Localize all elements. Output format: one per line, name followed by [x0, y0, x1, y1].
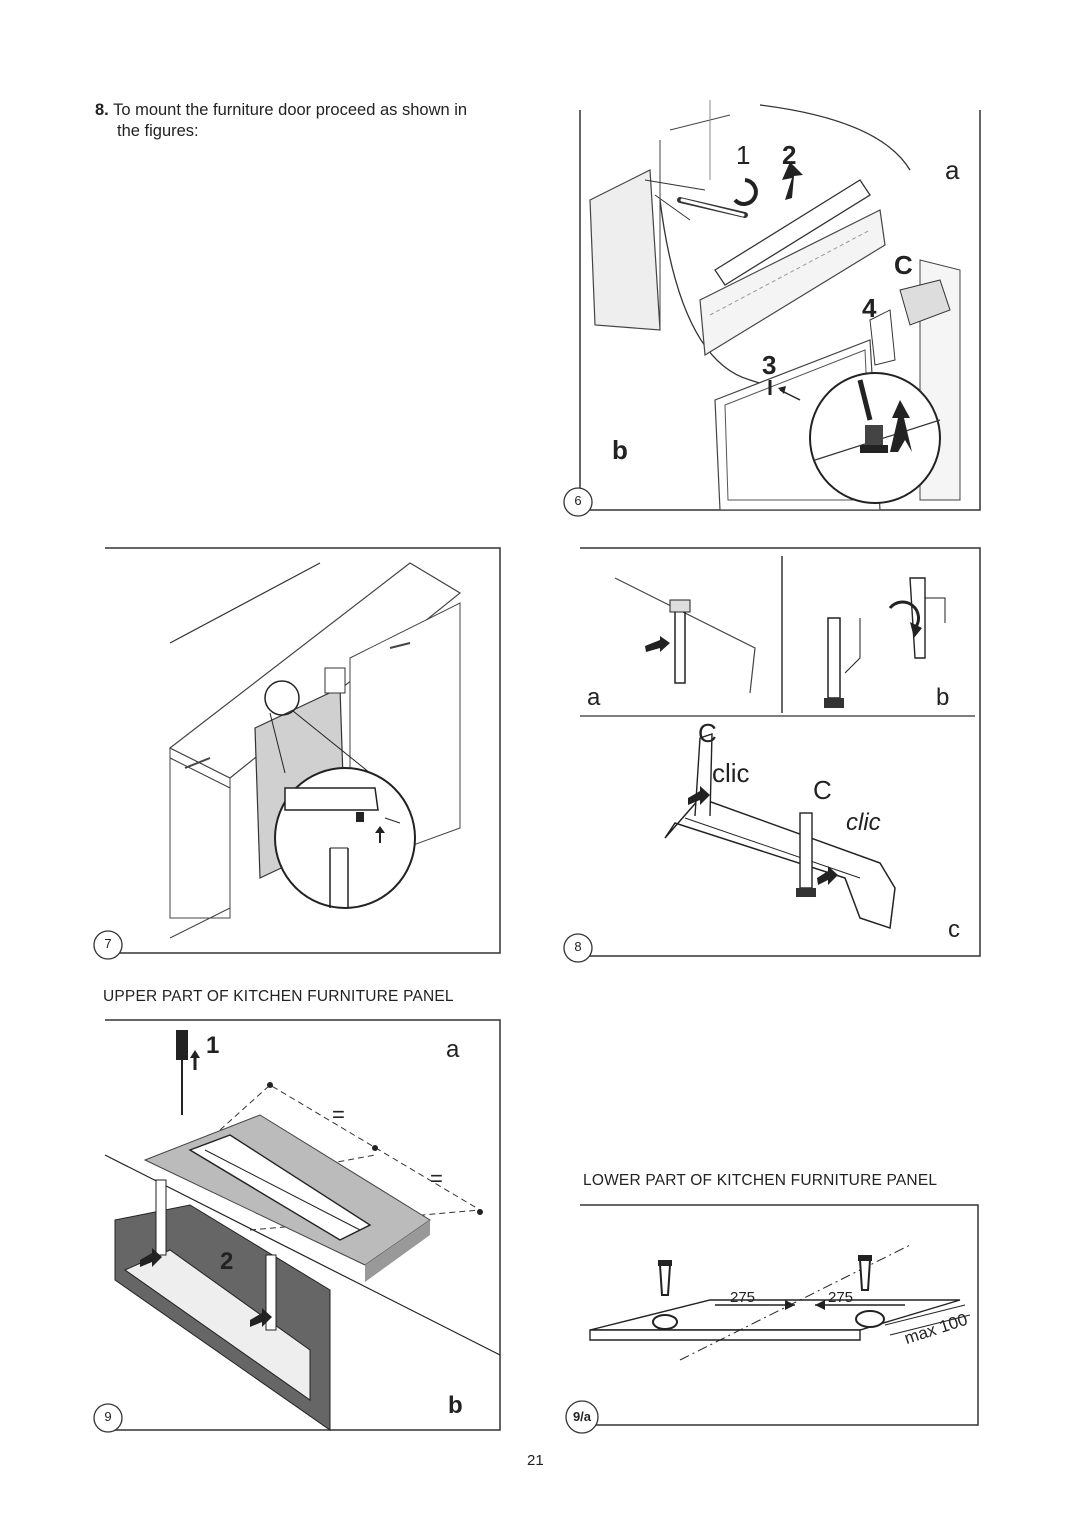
label-a: a	[945, 155, 960, 185]
step-label-2: 2	[782, 140, 797, 170]
figure-9a: 9/a 275 275 max 100	[560, 1204, 985, 1434]
label-b: b	[448, 1392, 463, 1419]
figure-8: 8 a b C clic C clic c	[560, 547, 985, 963]
figure-9: 9 1 a 2 b = =	[90, 1019, 502, 1435]
step-label-4: 4	[862, 293, 877, 323]
label-a: a	[587, 684, 601, 711]
dimension-label: 275	[828, 1289, 854, 1306]
figure-number: 7	[104, 936, 112, 951]
step-label-1: 1	[736, 140, 751, 170]
instruction-text: 8. To mount the furniture door proceed a…	[95, 100, 520, 142]
step-label-2: 2	[220, 1248, 234, 1275]
label-C: C	[894, 250, 913, 280]
page-number: 21	[527, 1452, 544, 1469]
label-c: c	[948, 916, 960, 943]
instruction-line-1: To mount the furniture door proceed as s…	[113, 101, 468, 119]
figure-number: 8	[574, 939, 582, 954]
dimension-label: 275	[730, 1289, 756, 1306]
equal-sign: =	[332, 1102, 345, 1127]
label-C: C	[813, 775, 832, 805]
figure-number: 9	[104, 1409, 112, 1424]
figure-number: 6	[574, 493, 582, 508]
figure-6: 6 1 2 a C 4 3 b	[560, 100, 985, 520]
step-number: 8.	[95, 101, 109, 119]
caption-upper-panel: UPPER PART OF KITCHEN FURNITURE PANEL	[103, 988, 454, 1005]
label-C: C	[698, 718, 717, 748]
instruction-line-2: the figures:	[117, 122, 199, 140]
equal-sign: =	[430, 1166, 443, 1191]
figure-number: 9/a	[572, 1409, 592, 1424]
label-clic: clic	[712, 758, 750, 788]
label-a: a	[446, 1036, 460, 1063]
step-label-1: 1	[206, 1032, 220, 1059]
label-b: b	[612, 435, 628, 465]
figure-7: 7	[90, 547, 502, 960]
label-b: b	[936, 684, 950, 711]
label-clic: clic	[846, 809, 881, 836]
caption-lower-panel: LOWER PART OF KITCHEN FURNITURE PANEL	[583, 1172, 938, 1189]
step-label-3: 3	[762, 350, 777, 380]
